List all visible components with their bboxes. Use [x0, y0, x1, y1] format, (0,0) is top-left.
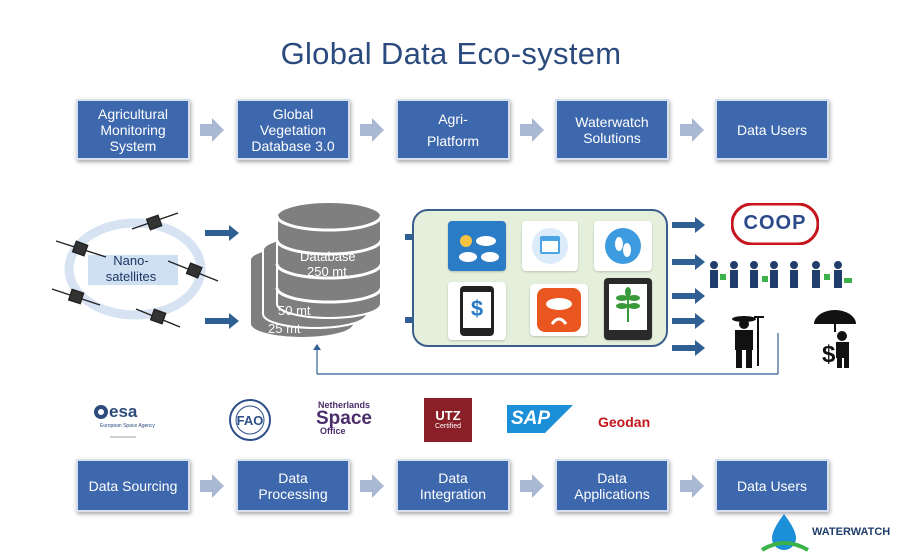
arrow-right-icon: [672, 313, 705, 329]
calendar-app-icon: [522, 221, 578, 271]
flow-box-global-vegetation-database: Global Vegetation Database 3.0: [236, 99, 350, 160]
waterwatch-drop-icon: [760, 514, 810, 552]
database-icon: [249, 201, 383, 339]
flow-box-agricultural-monitoring: Agricultural Monitoring System: [76, 99, 190, 160]
arrow-up-icon: [313, 344, 321, 350]
crop-weather-app-icon: [530, 284, 588, 336]
arrow-right-icon: [520, 474, 544, 498]
page-title: Global Data Eco-system: [280, 36, 622, 71]
flow-box-agri-platform: Agri- Platform: [396, 99, 510, 160]
arrow-right-icon: [520, 118, 544, 142]
nso-line2: Space: [316, 408, 372, 429]
utz-certified-logo: UTZ Certified: [424, 398, 472, 442]
arrow-right-icon: [360, 474, 384, 498]
agri-tablet-app-icon: [604, 278, 652, 340]
arrow-right-icon: [672, 288, 705, 304]
farmers-group-icon: [710, 261, 852, 288]
finance-app-icon: $: [448, 282, 506, 340]
database-size-50: 50 mt: [278, 303, 311, 318]
arrow-right-icon: [205, 225, 239, 241]
netherlands-space-office-logo: Netherlands Space Office: [316, 400, 390, 440]
coop-logo-text: COOP: [743, 212, 807, 234]
database-label: Database: [300, 249, 356, 264]
arrow-right-icon: [672, 217, 705, 233]
svg-text:$: $: [471, 296, 483, 321]
flow-box-data-users-bottom: Data Users: [715, 459, 829, 512]
flow-box-waterwatch-solutions: Waterwatch Solutions: [555, 99, 669, 160]
esa-logo: esa European Space Agency: [92, 402, 156, 436]
satellite-icon: [167, 260, 219, 282]
sap-logo-text: SAP: [511, 408, 551, 429]
arrow-right-icon: [680, 474, 704, 498]
utz-line2: Certified: [434, 423, 462, 430]
flow-box-data-sourcing: Data Sourcing: [76, 459, 190, 512]
svg-text:$: $: [822, 341, 836, 368]
fao-logo: FAO: [229, 399, 271, 441]
arrow-right-icon: [200, 474, 224, 498]
flow-box-data-users-top: Data Users: [715, 99, 829, 160]
satellite-icon: [51, 288, 101, 306]
esa-underline: [110, 436, 136, 438]
insurance-icon: $: [814, 310, 856, 368]
tracking-app-icon: [594, 221, 652, 271]
flow-box-data-processing: Data Processing: [236, 459, 350, 512]
database-size-250: 250 mt: [307, 264, 347, 279]
satellite-icon: [135, 308, 181, 328]
geodan-logo: Geodan: [598, 414, 651, 430]
satellite-ring: [51, 212, 219, 328]
esa-logo-text: esa: [109, 402, 138, 421]
arrow-right-icon: [680, 118, 704, 142]
arrow-right-icon: [205, 313, 239, 329]
database-size-25: 25 mt: [268, 321, 301, 336]
satellites-label: Nano- satellites: [105, 253, 157, 284]
satellite-icon: [55, 240, 107, 258]
weather-app-icon: [448, 221, 506, 271]
nso-line3: Office: [320, 426, 346, 436]
flow-box-data-integration: Data Integration: [396, 459, 510, 512]
waterwatch-logo-text: WATERWATCH: [812, 526, 891, 538]
svg-text:FAO: FAO: [237, 413, 264, 428]
arrow-right-icon: [672, 340, 705, 356]
arrow-right-icon: [200, 118, 224, 142]
arrow-right-icon: [672, 254, 705, 270]
coop-logo: COOP: [730, 202, 820, 246]
sap-logo: SAP: [507, 405, 573, 433]
satellite-icon: [131, 212, 179, 231]
farmer-icon: [732, 316, 764, 368]
esa-logo-subtext: European Space Agency: [100, 423, 156, 429]
utz-line1: UTZ: [435, 408, 461, 423]
nso-line1: Netherlands: [318, 400, 371, 410]
flow-box-data-applications: Data Applications: [555, 459, 669, 512]
arrow-right-icon: [360, 118, 384, 142]
